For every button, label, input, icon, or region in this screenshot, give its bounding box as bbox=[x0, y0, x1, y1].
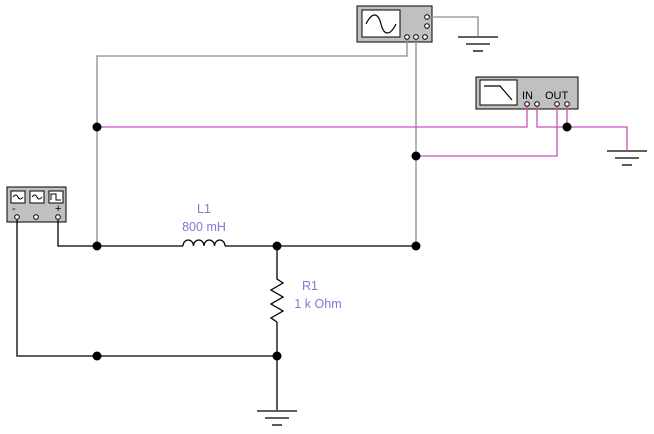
junction-node bbox=[411, 151, 421, 161]
multimeter-plus-label: + bbox=[55, 203, 61, 215]
function-generator-terminal-b[interactable] bbox=[404, 34, 410, 40]
resistor-r1[interactable]: R1 1 k Ohm bbox=[269, 272, 342, 323]
bode-in-plus-terminal[interactable] bbox=[524, 101, 530, 107]
inductor-name-label: L1 bbox=[197, 202, 211, 216]
bode-in-label: IN bbox=[522, 90, 533, 102]
bode-plotter-wires bbox=[97, 107, 628, 157]
function-generator-terminal-c[interactable] bbox=[413, 34, 419, 40]
resistor-value-label: 1 k Ohm bbox=[294, 297, 341, 311]
junction-node bbox=[272, 241, 282, 251]
function-generator-terminal-a[interactable] bbox=[424, 23, 430, 29]
junction-node bbox=[92, 351, 102, 361]
function-generator-terminal-d[interactable] bbox=[422, 34, 428, 40]
resistor-name-label: R1 bbox=[302, 279, 318, 293]
multimeter-common-terminal[interactable] bbox=[33, 214, 39, 220]
junction-node bbox=[92, 122, 102, 132]
bode-in-minus-terminal[interactable] bbox=[534, 101, 540, 107]
junction-node bbox=[272, 351, 282, 361]
circuit-wires bbox=[16, 220, 416, 410]
junction-node bbox=[562, 122, 572, 132]
bode-out-minus-terminal[interactable] bbox=[564, 101, 570, 107]
inductor-value-label: 800 mH bbox=[182, 220, 226, 234]
bode-plotter-screen bbox=[479, 79, 518, 106]
sine-wave-icon bbox=[365, 14, 397, 34]
ground-symbol-bottom bbox=[257, 410, 297, 426]
bode-plotter[interactable]: IN OUT bbox=[475, 76, 579, 110]
multimeter-minus-terminal[interactable] bbox=[14, 214, 20, 220]
wave-icon bbox=[31, 194, 43, 200]
junction-node bbox=[411, 241, 421, 251]
ground-symbol-top bbox=[430, 16, 498, 52]
inductor-coil bbox=[182, 239, 226, 247]
ac-wave-icon bbox=[12, 194, 24, 200]
inductor-l1[interactable]: L1 800 mH bbox=[182, 202, 226, 247]
function-generator-common-terminal[interactable] bbox=[424, 14, 430, 20]
bode-out-plus-terminal[interactable] bbox=[554, 101, 560, 107]
multimeter[interactable]: - + bbox=[6, 186, 67, 223]
bode-out-label: OUT bbox=[545, 90, 569, 102]
junction-node bbox=[92, 241, 102, 251]
bode-curve-icon bbox=[484, 85, 513, 101]
function-generator[interactable] bbox=[356, 5, 433, 43]
square-wave-icon bbox=[50, 193, 61, 201]
resistor-zigzag bbox=[269, 272, 285, 323]
multimeter-minus-label: - bbox=[12, 203, 16, 215]
function-generator-wires bbox=[96, 40, 417, 246]
junction-nodes bbox=[92, 122, 572, 361]
ground-symbol-right bbox=[607, 150, 647, 166]
multimeter-plus-terminal[interactable] bbox=[55, 214, 61, 220]
